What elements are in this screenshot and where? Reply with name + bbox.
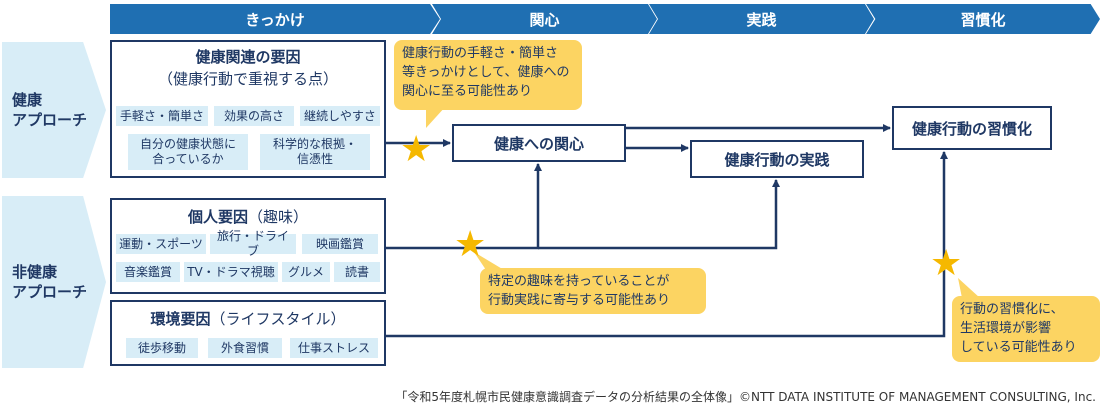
chip-sports: 運動・スポーツ	[116, 234, 206, 254]
chip-walking: 徒歩移動	[126, 338, 198, 358]
chip-gourmet: グルメ	[282, 262, 330, 282]
callout-trigger: 健康行動の手軽さ・簡単さ 等きっかけとして、健康への 関心に至る可能性あり	[394, 40, 582, 110]
personal-factors-box: 個人要因（趣味） 運動・スポーツ 旅行・ドライブ 映画鑑賞 音楽鑑賞 TV・ドラ…	[110, 198, 386, 294]
stage-header: きっかけ 関心 実践 習慣化	[110, 4, 1100, 34]
chip-reading: 読書	[334, 262, 380, 282]
row-label-non-health-approach: 非健康 アプローチ	[2, 196, 106, 368]
health-factors-title: 健康関連の要因	[195, 48, 301, 66]
stage-practice: 実践	[649, 4, 874, 34]
star-icon: ★	[400, 129, 433, 170]
row-label-health-approach: 健康 アプローチ	[2, 42, 106, 178]
stage-habit: 習慣化	[866, 4, 1100, 34]
chip-travel: 旅行・ドライブ	[210, 229, 296, 258]
chip-eating-out: 外食習慣	[208, 338, 282, 358]
row-label-health-text: 健康 アプローチ	[12, 91, 88, 129]
callout-pointer-habit	[958, 278, 980, 298]
health-factors-subtitle: （健康行動で重視する点）	[157, 70, 338, 88]
chip-continuity: 継続しやすさ	[300, 106, 380, 126]
star-icon: ★	[930, 243, 963, 284]
chip-work-stress: 仕事ストレス	[290, 338, 378, 358]
stage-interest: 関心	[432, 4, 657, 34]
star-icon: ★	[454, 224, 487, 265]
arrow-personal-to-practice	[538, 179, 780, 250]
chip-tv-drama: TV・ドラマ視聴	[184, 262, 278, 282]
chip-movies: 映画鑑賞	[302, 234, 378, 254]
chip-scientific-basis: 科学的な根拠・ 信憑性	[260, 134, 370, 170]
row-label-non-health-text: 非健康 アプローチ	[12, 263, 88, 301]
chip-ease: 手軽さ・簡単さ	[116, 106, 208, 126]
callout-hobby: 特定の趣味を持っていることが 行動実践に寄与する可能性あり	[480, 268, 706, 314]
chip-fits-condition: 自分の健康状態に 合っているか	[128, 134, 248, 170]
callout-pointer-trigger	[426, 106, 446, 128]
chip-effectiveness: 効果の高さ	[214, 106, 294, 126]
health-factors-box: 健康関連の要因 （健康行動で重視する点） 手軽さ・簡単さ 効果の高さ 継続しやす…	[110, 40, 386, 178]
stage-trigger: きっかけ	[110, 4, 440, 34]
node-health-habit: 健康行動の習慣化	[892, 106, 1052, 150]
source-credit: 「令和5年度札幌市民健康意識調査データの分析結果の全体像」©NTT DATA I…	[395, 390, 1096, 404]
chip-music: 音楽鑑賞	[116, 262, 180, 282]
callout-pointer-hobby	[474, 252, 504, 270]
environment-factors-title: 環境要因（ライフスタイル）	[150, 310, 346, 328]
node-health-interest: 健康への関心	[452, 124, 626, 162]
node-health-practice: 健康行動の実践	[690, 140, 864, 178]
arrow-environment-to-habit	[386, 151, 948, 338]
personal-factors-title: 個人要因（趣味）	[187, 208, 309, 226]
environment-factors-box: 環境要因（ライフスタイル） 徒歩移動 外食習慣 仕事ストレス	[110, 300, 386, 366]
callout-habit: 行動の習慣化に、 生活環境が影響 している可能性あり	[952, 296, 1100, 362]
